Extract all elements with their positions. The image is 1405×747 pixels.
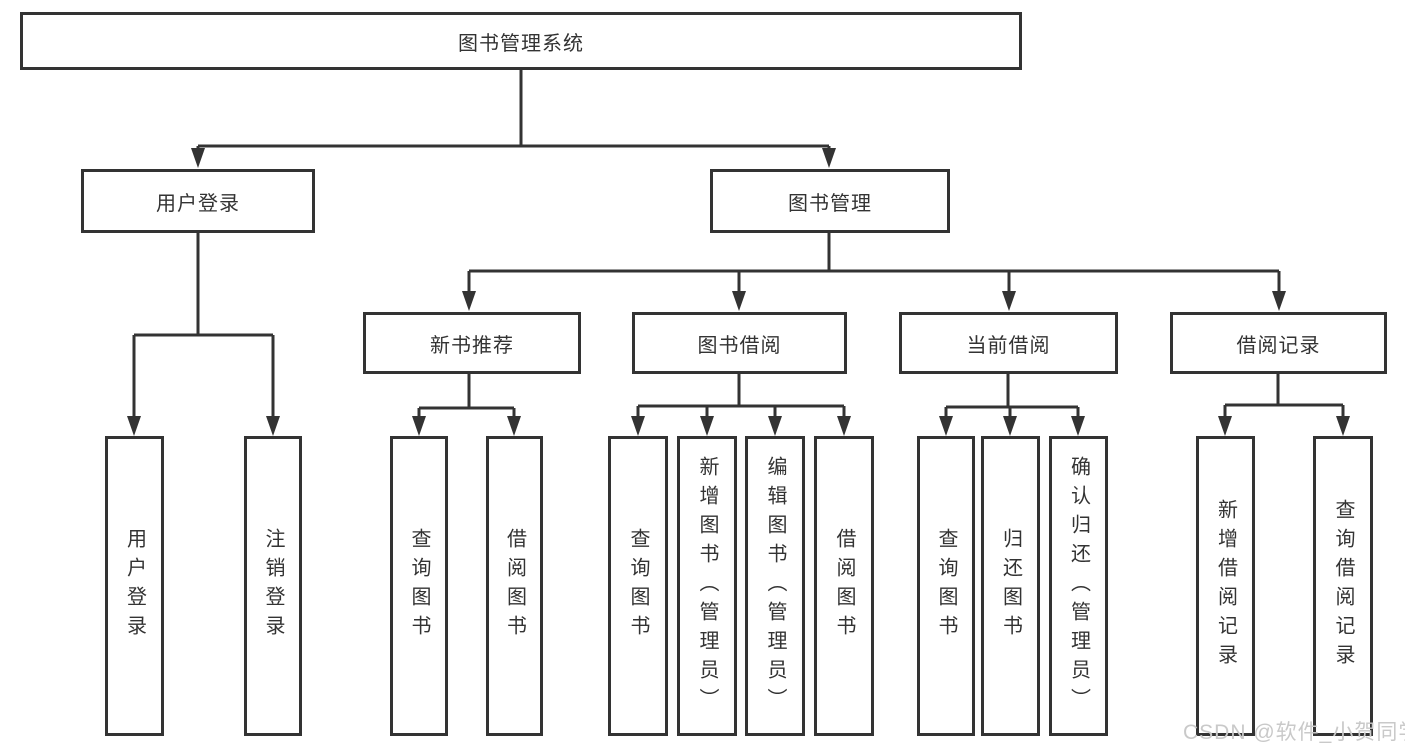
leaf-query-books-recommend: 查询图书	[390, 436, 448, 736]
csdn-watermark: CSDN @软件_小贺同学	[1183, 721, 1405, 744]
node-label: 图书管理系统	[458, 32, 584, 55]
leaf-label: 查询借阅记录	[1332, 499, 1354, 673]
leaf-borrow-books: 借阅图书	[814, 436, 874, 736]
node-label: 用户登录	[156, 192, 240, 215]
leaf-label: 查询图书	[627, 528, 649, 644]
leaf-add-borrow-record: 新增借阅记录	[1196, 436, 1255, 736]
leaf-query-books-borrow: 查询图书	[608, 436, 668, 736]
leaf-logout: 注销登录	[244, 436, 302, 736]
node-label: 图书管理	[788, 192, 872, 215]
leaf-label: 新增图书（管理员）	[696, 455, 718, 717]
leaf-label: 借阅图书	[833, 528, 855, 644]
leaf-label: 确认归还（管理员）	[1067, 455, 1090, 717]
leaf-label: 编辑图书（管理员）	[764, 455, 786, 717]
leaf-borrow-books-recommend: 借阅图书	[486, 436, 543, 736]
node-book-borrowing: 图书借阅	[632, 312, 847, 374]
node-label: 新书推荐	[430, 334, 514, 357]
leaf-label: 借阅图书	[503, 528, 526, 644]
leaf-label: 新增借阅记录	[1214, 499, 1237, 673]
node-library-system: 图书管理系统	[20, 12, 1022, 70]
node-label: 借阅记录	[1236, 334, 1321, 357]
leaf-add-book-admin: 新增图书（管理员）	[677, 436, 737, 736]
node-book-management: 图书管理	[710, 169, 950, 233]
node-user-login: 用户登录	[81, 169, 315, 233]
leaf-label: 注销登录	[262, 528, 284, 644]
leaf-user-login: 用户登录	[105, 436, 164, 736]
arrowheads	[127, 148, 1350, 436]
leaf-label: 用户登录	[123, 528, 146, 644]
leaf-query-books-current: 查询图书	[917, 436, 975, 736]
leaf-edit-book-admin: 编辑图书（管理员）	[745, 436, 805, 736]
node-label: 图书借阅	[697, 334, 782, 357]
node-current-borrowing: 当前借阅	[899, 312, 1118, 374]
leaf-label: 查询图书	[935, 528, 957, 644]
node-new-book-recommend: 新书推荐	[363, 312, 581, 374]
node-borrow-records: 借阅记录	[1170, 312, 1387, 374]
leaf-label: 查询图书	[408, 528, 430, 644]
leaf-label: 归还图书	[999, 528, 1022, 644]
node-label: 当前借阅	[966, 334, 1051, 357]
leaf-return-books: 归还图书	[981, 436, 1040, 736]
leaf-confirm-return-admin: 确认归还（管理员）	[1049, 436, 1108, 736]
leaf-query-borrow-record: 查询借阅记录	[1313, 436, 1373, 736]
